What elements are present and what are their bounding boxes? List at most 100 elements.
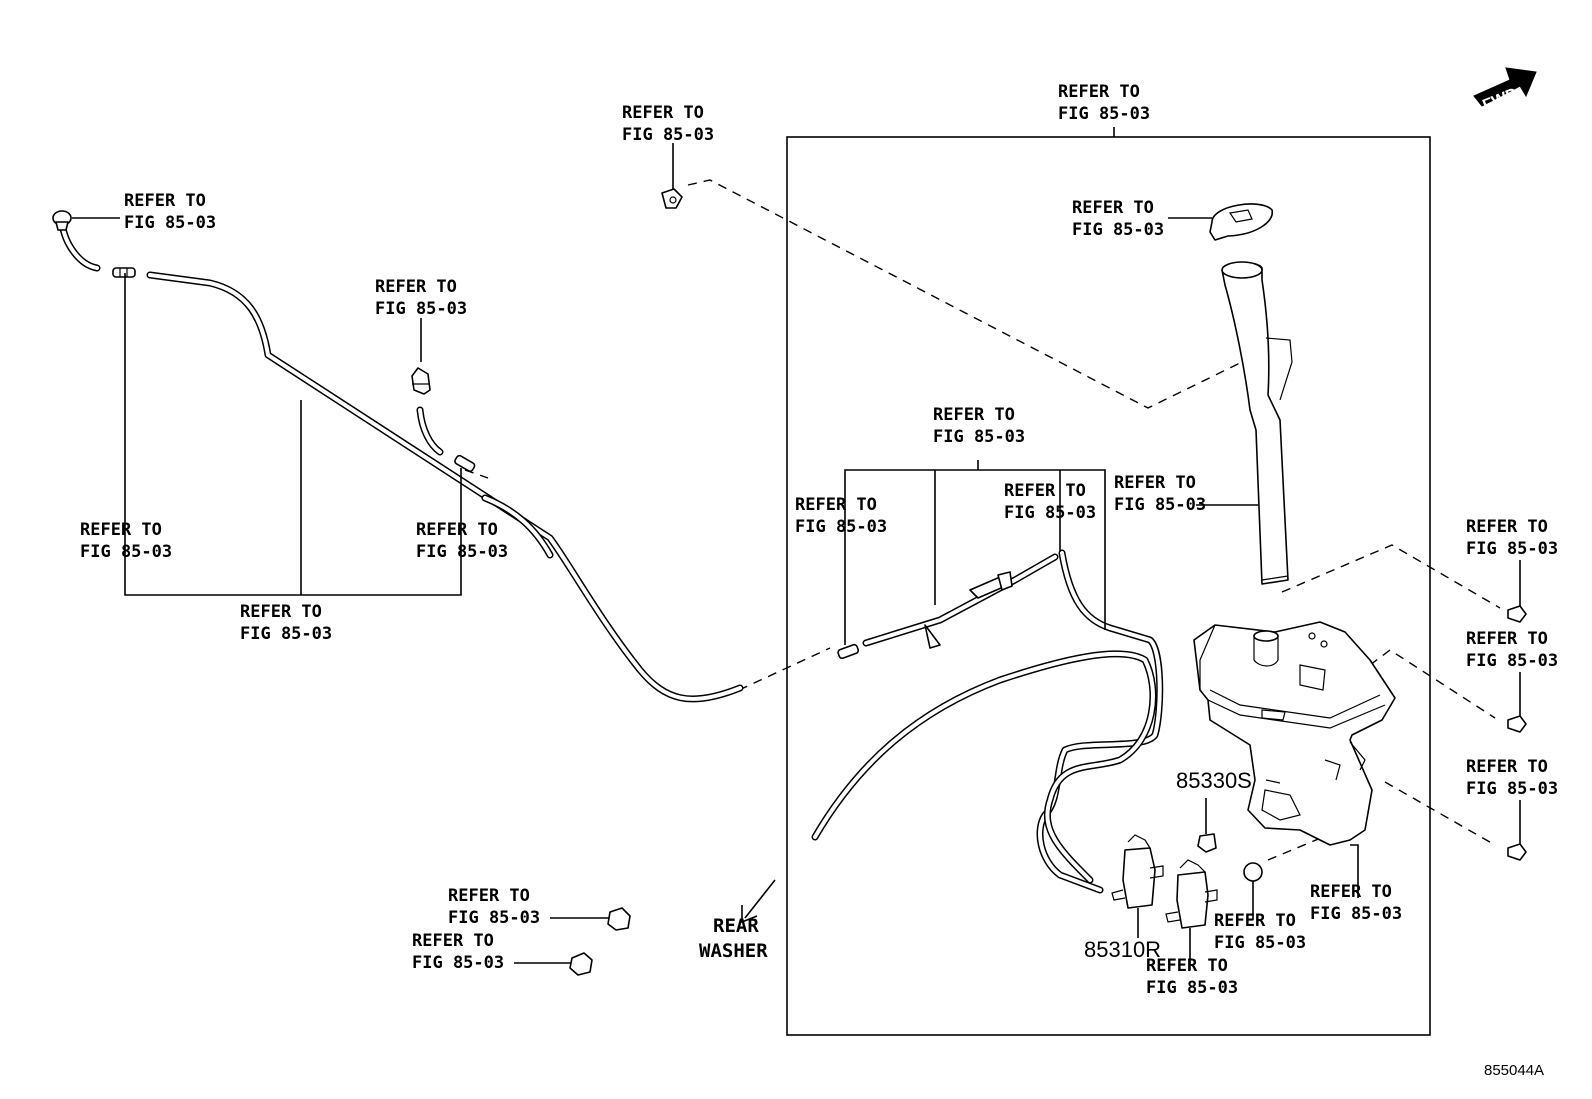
refer-label-joint-middle: REFER TO FIG 85-03 [416, 520, 508, 562]
svg-text:REFER TO: REFER TO [622, 103, 704, 123]
svg-text:REFER TO: REFER TO [1466, 757, 1548, 777]
svg-text:REFER TO: REFER TO [1072, 198, 1154, 218]
refer-label-filler-neck: REFER TO FIG 85-03 [1114, 473, 1206, 515]
clip-top [661, 188, 683, 209]
bolt-upper [1507, 560, 1527, 623]
svg-text:FIG 85-03: FIG 85-03 [1466, 779, 1558, 799]
svg-text:REFER TO: REFER TO [448, 886, 530, 906]
refer-label-pump-rear: REFER TO FIG 85-03 [1146, 956, 1238, 998]
refer-label-filler-cap: REFER TO FIG 85-03 [1072, 198, 1164, 240]
fwd-arrow-icon: FWD [1473, 67, 1537, 114]
refer-label-inner-hose: REFER TO FIG 85-03 [933, 405, 1025, 447]
inner-hose-joint [837, 643, 860, 660]
washer-tank-leader [1350, 844, 1359, 898]
svg-text:REFER TO: REFER TO [1310, 882, 1392, 902]
svg-text:REFER TO: REFER TO [1114, 473, 1196, 493]
refer-label-nozzle-left: REFER TO FIG 85-03 [124, 191, 216, 233]
svg-text:FIG 85-03: FIG 85-03 [124, 213, 216, 233]
refer-label-hose-center: REFER TO FIG 85-03 [240, 602, 332, 644]
svg-text:REFER TO: REFER TO [1004, 481, 1086, 501]
part-number-85330s: 85330S [1176, 768, 1252, 793]
svg-text:FIG 85-03: FIG 85-03 [240, 624, 332, 644]
svg-text:REFER TO: REFER TO [1466, 517, 1548, 537]
refer-label-bolt-lower: REFER TO FIG 85-03 [1466, 757, 1558, 799]
lower-bolt-dashed-leader [1384, 781, 1496, 846]
svg-text:FIG 85-03: FIG 85-03 [1466, 651, 1558, 671]
filler-neck [1221, 261, 1293, 585]
svg-text:FIG 85-03: FIG 85-03 [80, 542, 172, 562]
left-hose-bracket [124, 273, 462, 596]
svg-text:FIG 85-03: FIG 85-03 [416, 542, 508, 562]
clip-bottom-lower [514, 952, 593, 976]
svg-text:REFER TO: REFER TO [80, 520, 162, 540]
svg-text:FIG 85-03: FIG 85-03 [1072, 220, 1164, 240]
rear-washer-arrow [741, 879, 776, 924]
washer-pump-85310r [1111, 834, 1164, 938]
svg-text:FIG 85-03: FIG 85-03 [1058, 104, 1150, 124]
svg-text:REFER TO: REFER TO [412, 931, 494, 951]
svg-text:FIG 85-03: FIG 85-03 [1146, 978, 1238, 998]
refer-label-nozzle-middle: REFER TO FIG 85-03 [375, 277, 467, 319]
svg-text:REFER TO: REFER TO [1214, 911, 1296, 931]
svg-text:FIG 85-03: FIG 85-03 [1004, 503, 1096, 523]
svg-text:FIG 85-03: FIG 85-03 [1214, 933, 1306, 953]
assembly-frame [786, 136, 1431, 1036]
part-number-85310r: 85310R [1084, 937, 1161, 962]
svg-text:REFER TO: REFER TO [1146, 956, 1228, 976]
refer-label-tank: REFER TO FIG 85-03 [1310, 882, 1402, 924]
refer-label-clip-bottom-lower: REFER TO FIG 85-03 [412, 931, 504, 973]
washer-pump-rear [1165, 859, 1218, 970]
svg-text:FIG 85-03: FIG 85-03 [1310, 904, 1402, 924]
clip-bottom-upper [550, 907, 631, 931]
svg-text:REFER TO: REFER TO [1058, 82, 1140, 102]
svg-text:FIG 85-03: FIG 85-03 [795, 517, 887, 537]
svg-text:REFER TO: REFER TO [1466, 629, 1548, 649]
filler-cap [1209, 203, 1273, 241]
hose-clip [924, 571, 1013, 649]
svg-text:FIG 85-03: FIG 85-03 [1114, 495, 1206, 515]
refer-label-inner-right: REFER TO FIG 85-03 [1004, 481, 1096, 523]
svg-text:REFER TO: REFER TO [933, 405, 1015, 425]
short-hose-middle [416, 406, 444, 456]
hose-joint-dashed-leader [738, 647, 831, 691]
svg-text:FIG 85-03: FIG 85-03 [1466, 539, 1558, 559]
refer-label-clip-bottom-upper: REFER TO FIG 85-03 [448, 886, 540, 928]
diagram-id: 855044A [1484, 1062, 1544, 1079]
inner-washer-hose [811, 549, 1164, 894]
svg-text:REFER TO: REFER TO [124, 191, 206, 211]
bolt-middle [1507, 672, 1527, 733]
refer-label-grommet: REFER TO FIG 85-03 [1214, 911, 1306, 953]
svg-text:FIG 85-03: FIG 85-03 [375, 299, 467, 319]
refer-label-inner-joint: REFER TO FIG 85-03 [795, 495, 887, 537]
svg-text:FIG 85-03: FIG 85-03 [933, 427, 1025, 447]
rear-washer-label-line1: REAR [713, 915, 759, 937]
refer-label-bolt-middle: REFER TO FIG 85-03 [1466, 629, 1558, 671]
upper-bolt-dashed-leader [1281, 544, 1501, 609]
washer-tank [1193, 621, 1396, 846]
refer-label-bolt-upper: REFER TO FIG 85-03 [1466, 517, 1558, 559]
svg-text:FIG 85-03: FIG 85-03 [448, 908, 540, 928]
inner-hose-bracket [844, 469, 1106, 645]
grommet-lower [1243, 862, 1263, 920]
refer-label-frame-top: REFER TO FIG 85-03 [1058, 82, 1150, 124]
svg-text:FIG 85-03: FIG 85-03 [412, 953, 504, 973]
washer-nozzle-left [52, 210, 72, 231]
front-washer-hose [146, 271, 744, 703]
refer-label-clip-top: REFER TO FIG 85-03 [622, 103, 714, 145]
svg-text:REFER TO: REFER TO [795, 495, 877, 515]
bolt-lower [1507, 800, 1527, 861]
clip-dashed-leader [687, 179, 1241, 409]
hose-joint-left [112, 267, 136, 278]
grommet-85330s [1197, 798, 1217, 853]
svg-text:REFER TO: REFER TO [240, 602, 322, 622]
washer-nozzle-middle [411, 367, 431, 395]
refer-label-hose-left: REFER TO FIG 85-03 [80, 520, 172, 562]
middle-bolt-dashed-leader [1369, 649, 1496, 719]
svg-text:REFER TO: REFER TO [416, 520, 498, 540]
svg-text:REFER TO: REFER TO [375, 277, 457, 297]
hose-joint-middle [454, 454, 476, 473]
short-hose-left [58, 219, 101, 272]
rear-washer-label-line2: WASHER [699, 940, 768, 962]
